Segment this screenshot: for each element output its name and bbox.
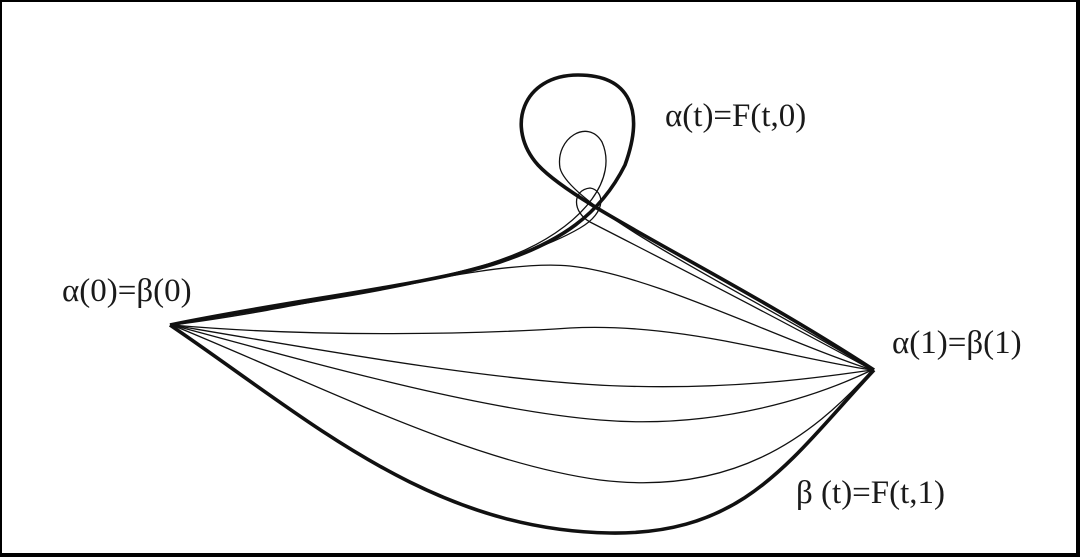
homotopy-curve-5 bbox=[171, 324, 873, 388]
homotopy-curve-6 bbox=[171, 324, 873, 423]
homotopy-curve-4 bbox=[171, 324, 873, 371]
homotopy-curve-3 bbox=[171, 264, 873, 371]
homotopy-curve-1 bbox=[171, 130, 873, 371]
start-point-label: α(0)=β(0) bbox=[62, 273, 192, 309]
beta-curve-label: β (t)=F(t,1) bbox=[796, 475, 945, 511]
end-point-label: α(1)=β(1) bbox=[892, 325, 1022, 361]
homotopy-curve-7 bbox=[171, 324, 873, 484]
beta-curve bbox=[168, 323, 876, 535]
alpha-curve-label: α(t)=F(t,0) bbox=[665, 98, 806, 134]
